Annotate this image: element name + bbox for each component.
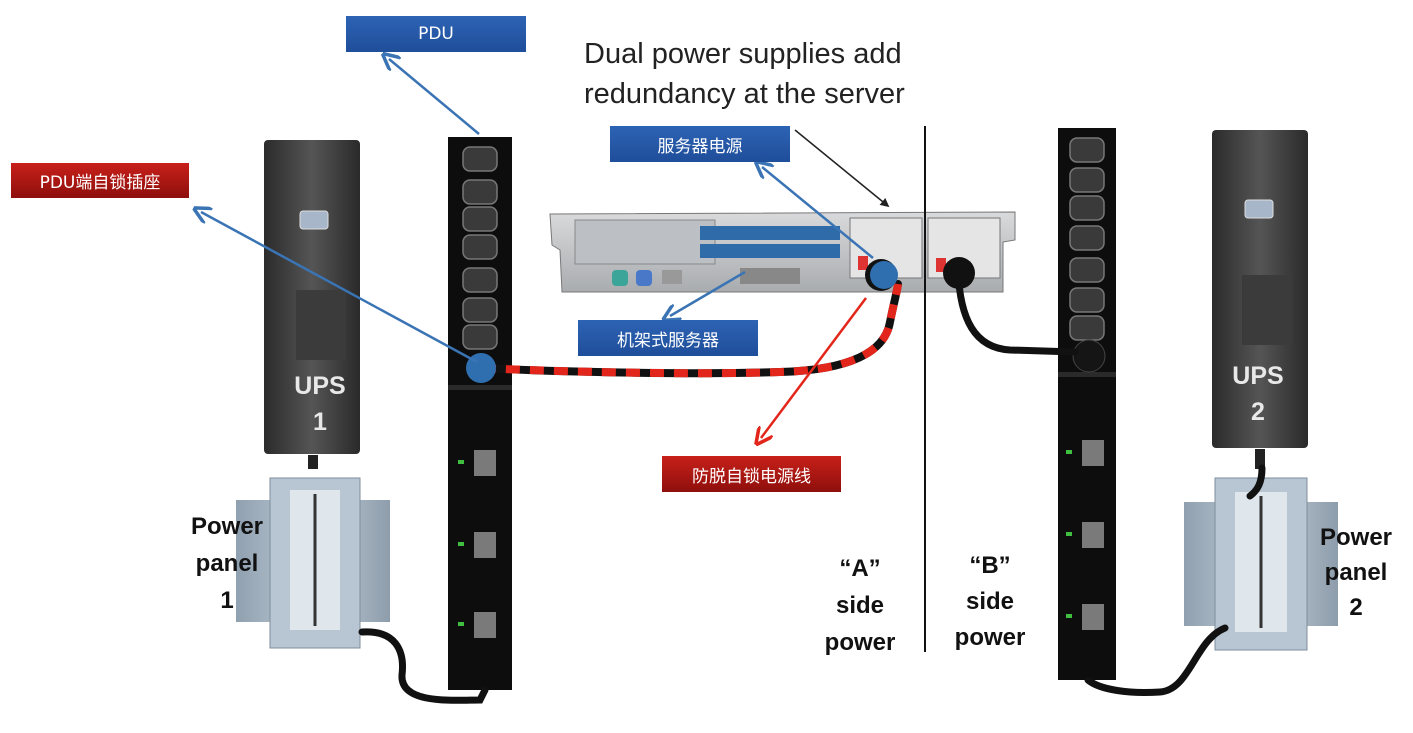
ups-1-cabinet bbox=[264, 140, 360, 469]
ups-1-label: UPS 1 bbox=[280, 368, 360, 440]
panel-2-label: Power panel 2 bbox=[1300, 520, 1412, 625]
pdu-b-strip bbox=[1058, 128, 1116, 680]
side-a-label-line-3: power bbox=[824, 629, 896, 656]
ups-1-label-line-2: 1 bbox=[313, 408, 327, 436]
panel-1-label-line-3: 1 bbox=[220, 587, 234, 614]
ups-2-label-line-1: UPS bbox=[1232, 362, 1284, 390]
pdu-callout: PDU bbox=[346, 16, 526, 52]
rack-server bbox=[549, 211, 1016, 293]
pdu-a-strip bbox=[448, 137, 512, 690]
panel-1-label: Power panel 1 bbox=[172, 508, 282, 619]
panel-1-label-line-1: Power bbox=[190, 513, 264, 540]
psu-b-plug bbox=[943, 257, 975, 289]
side-a-label: “A” side power bbox=[805, 550, 915, 661]
callout-arrows bbox=[201, 59, 890, 438]
side-b-label-line-1: “B” bbox=[969, 552, 1011, 579]
side-b-label-line-2: side bbox=[965, 588, 1015, 615]
panel-2-label-line-2: panel bbox=[1324, 559, 1388, 586]
ups-2-label: UPS 2 bbox=[1218, 358, 1298, 430]
pdu-socket-callout: PDU端自锁插座 bbox=[11, 163, 189, 198]
power-panel-1 bbox=[236, 477, 390, 649]
lock-cord-callout: 防脱自锁电源线 bbox=[662, 456, 841, 492]
redundancy-caption: Dual power supplies add redundancy at th… bbox=[584, 34, 1004, 114]
panel-2-label-line-1: Power bbox=[1319, 524, 1393, 551]
panel-2-label-line-3: 2 bbox=[1349, 594, 1363, 621]
panel-1-label-line-2: panel bbox=[195, 550, 259, 577]
ups-1-label-line-1: UPS bbox=[294, 372, 346, 400]
power-panel-2 bbox=[1184, 477, 1338, 651]
caption-line-1: Dual power supplies add bbox=[584, 38, 902, 70]
server-psu-callout: 服务器电源 bbox=[610, 126, 790, 162]
caption-line-2: redundancy at the server bbox=[584, 78, 905, 110]
ups-2-cabinet bbox=[1212, 130, 1308, 469]
side-a-label-line-2: side bbox=[835, 592, 885, 619]
side-a-label-line-1: “A” bbox=[839, 555, 881, 582]
ups-2-label-line-2: 2 bbox=[1251, 398, 1265, 426]
psu-socket-marker bbox=[870, 261, 898, 289]
side-b-label: “B” side power bbox=[935, 548, 1045, 656]
rack-server-callout: 机架式服务器 bbox=[578, 320, 758, 356]
side-b-label-line-3: power bbox=[954, 624, 1026, 651]
